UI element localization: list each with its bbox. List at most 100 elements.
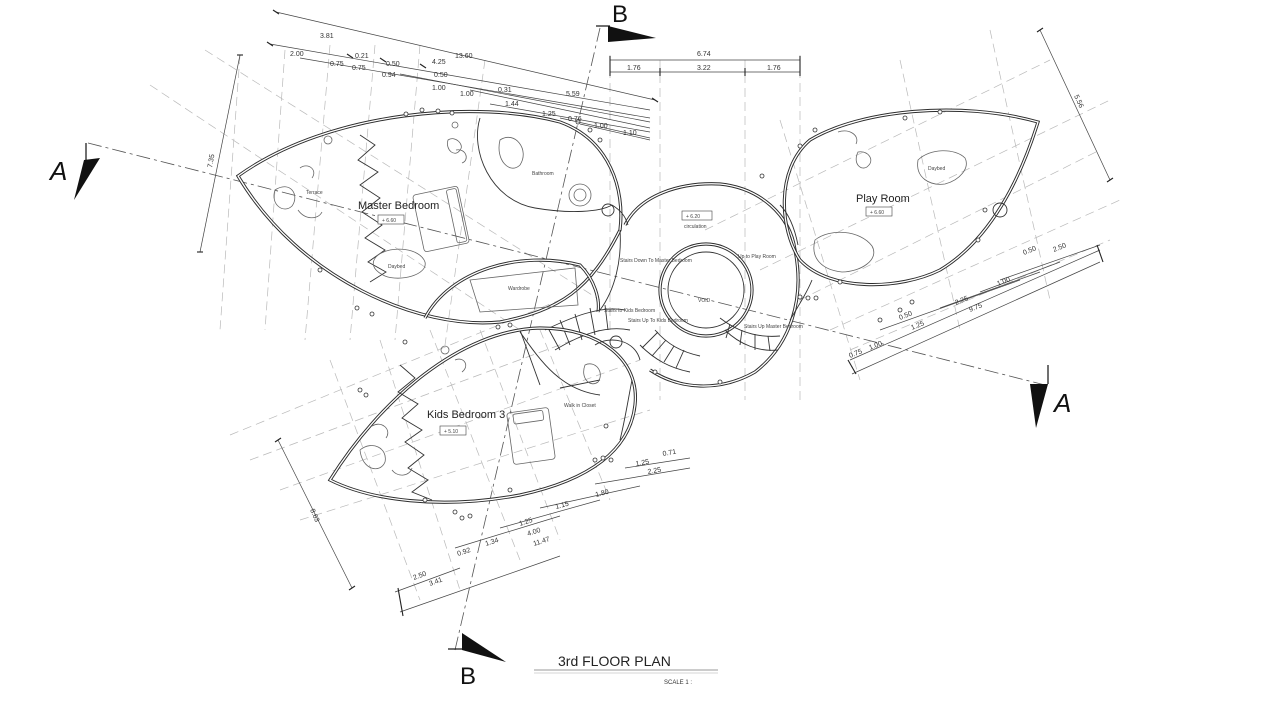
annotation-stairs-down-2: Stairs Up To Kids Bedroom (628, 318, 688, 324)
section-marker-a-left: A (48, 143, 100, 200)
section-cut-lines (87, 27, 1046, 651)
section-marker-b-bottom: B (448, 633, 506, 690)
dim-0-21: 0.21 (355, 53, 369, 60)
dim-0-50-r2: 0.50 (898, 310, 913, 322)
kids-furniture (359, 345, 467, 476)
master-bedroom-petal (235, 109, 623, 325)
label-walk-in-closet: Walk in Closet (564, 403, 596, 409)
dim-0-76: 0.76 (568, 116, 582, 123)
dim-1-80: 1.80 (595, 489, 610, 499)
dim-0-92: 0.92 (456, 547, 471, 558)
room-labels: Master Bedroom + 6.60 Play Room + 6.60 K… (306, 166, 945, 436)
level-play-room: + 6.60 (870, 210, 884, 216)
annotation-stairs-down: Stairs Down To Master Bedroom (620, 258, 692, 264)
level-master-bedroom: + 6.60 (382, 218, 396, 224)
section-label-a-left: A (48, 156, 67, 186)
dim-0-75-b: 0.75 (352, 65, 366, 72)
dim-2-50-r: 2.50 (1052, 242, 1067, 254)
dim-3-81: 3.81 (320, 33, 334, 40)
dim-0-75-r: 0.75 (848, 348, 863, 360)
dim-1-25-r: 1.25 (910, 320, 925, 332)
dim-5-56: 5.56 (1072, 94, 1084, 109)
master-terrace-furniture (273, 165, 323, 219)
label-play-room: Play Room (856, 193, 910, 205)
dim-0-94: 0.94 (382, 72, 396, 79)
label-master-bedroom: Master Bedroom (358, 200, 439, 212)
dim-3-41: 3.41 (428, 577, 443, 588)
play-room-petal (782, 108, 1041, 287)
dim-2-25-b: 2.25 (647, 467, 662, 476)
section-marker-b-top: B (596, 1, 656, 42)
master-zigzag-wall (357, 134, 387, 283)
dimensions-circulation (609, 56, 801, 76)
stair-annotations: Stairs Down To Master Bedroom Up to Play… (604, 254, 803, 330)
bathroom-lobe (477, 117, 615, 217)
dim-1-44: 1.44 (505, 101, 519, 108)
dimensions-play-height (1036, 27, 1114, 183)
level-kids-bedroom: + 5.10 (444, 429, 458, 435)
level-circulation: + 6.20 (686, 214, 700, 220)
dimensions-master-height (197, 54, 243, 253)
wardrobe-lobe (423, 258, 601, 319)
drawing-scale: SCALE 1 : (664, 680, 692, 686)
dim-7-35: 7.35 (207, 154, 216, 169)
section-label-b-top: B (612, 1, 628, 28)
dimensions-top (266, 9, 659, 141)
dim-1-34: 1.34 (484, 537, 499, 548)
dim-2-00: 2.00 (290, 51, 304, 58)
label-kids-bedroom: Kids Bedroom 3 (427, 409, 505, 421)
perimeter-dots (317, 107, 988, 521)
section-label-b-bottom: B (460, 663, 476, 690)
dim-4-25: 4.25 (432, 59, 446, 66)
dim-1-00-r2: 1.00 (868, 340, 883, 352)
master-bed (412, 186, 470, 252)
label-void: VOID (698, 298, 711, 304)
dim-6-74: 6.74 (697, 51, 711, 58)
dim-1-10: 1.10 (623, 130, 637, 137)
dim-2-25-r: 2.25 (954, 295, 969, 307)
dim-1-00-r: 1.00 (996, 276, 1011, 288)
section-label-a-right: A (1052, 388, 1071, 418)
label-terrace: Terrace (306, 190, 323, 196)
dim-0-50-b: 0.50 (434, 72, 448, 79)
title-block: 3rd FLOOR PLAN SCALE 1 : (534, 653, 718, 686)
dim-1-00-c: 1.00 (594, 123, 608, 130)
dim-1-00-b: 1.00 (460, 91, 474, 98)
dim-13-60: 13.60 (455, 53, 473, 60)
dimensions-kids-height (274, 437, 356, 591)
dimensions-right (847, 244, 1104, 375)
dim-8-63: 8.63 (308, 508, 320, 523)
section-marker-a-right: A (1030, 365, 1071, 428)
drawing-title: 3rd FLOOR PLAN (558, 653, 671, 669)
dim-1-00-a: 1.00 (432, 85, 446, 92)
dim-1-15: 1.15 (555, 501, 570, 511)
construction-grid (149, 29, 1121, 601)
annotation-stairs-up-master: Stairs Up Master Bedroom (744, 324, 803, 330)
spiral-stairs (519, 304, 781, 389)
dim-3-22: 3.22 (697, 65, 711, 72)
kids-zigzag-wall (397, 364, 433, 501)
walk-in-closet-lobe (519, 331, 641, 396)
dim-1-25-top: 1.25 (542, 111, 556, 118)
master-plants (323, 121, 467, 164)
dim-0-71: 0.71 (662, 449, 677, 458)
dimensions-bottom (394, 457, 691, 617)
label-bathroom: Bathroom (532, 171, 554, 177)
dim-0-75-a: 0.75 (330, 61, 344, 68)
dim-0-50-r: 0.50 (1022, 245, 1037, 257)
dim-1-76-a: 1.76 (627, 65, 641, 72)
dim-4-00: 4.00 (526, 527, 541, 538)
dim-5-59: 5.59 (566, 91, 580, 98)
dim-1-25-c: 1.25 (518, 517, 533, 528)
annotation-stairs-up-play: Up to Play Room (738, 254, 776, 260)
connector-walls (599, 204, 813, 441)
kids-bedroom-petal (327, 326, 637, 504)
label-daybed-master: Daybed (388, 264, 405, 270)
annotation-stairs-kids: Stairs to Kids Bedroom (604, 308, 655, 314)
master-daybed (372, 248, 426, 279)
kids-bed (506, 407, 556, 465)
dim-11-47: 11.47 (532, 536, 550, 548)
dim-9-75: 9.75 (968, 302, 983, 314)
dim-1-25-b: 1.25 (635, 459, 650, 468)
